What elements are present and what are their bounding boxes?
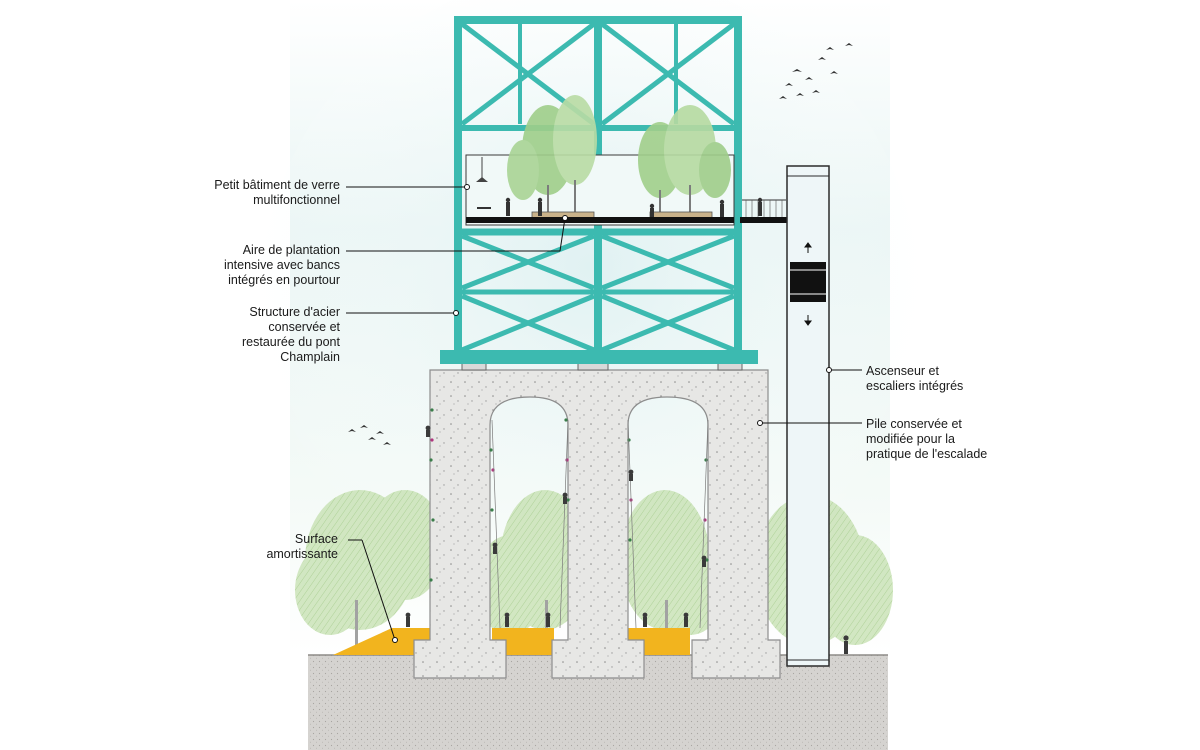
birds-flock-right (779, 43, 853, 99)
label-elevator: Ascenseur et escaliers intégrés (866, 364, 963, 394)
label-steel-structure-line-1: Structure d'acier (249, 305, 340, 319)
birds-flock-left (348, 425, 391, 445)
label-planting-area-line-2: intensive avec bancs (223, 258, 340, 272)
annotation-leader-lines (346, 184, 862, 643)
elevator-tower (786, 165, 830, 667)
steel-base-beam (440, 350, 758, 364)
elevator-car (790, 262, 826, 302)
label-glass-building-line-2: multifonctionnel (253, 193, 340, 207)
label-pier-line-2: modifiée pour la (866, 432, 955, 446)
label-shock-surface-line-1: Surface (294, 532, 338, 546)
label-steel-structure: Structure d'acier conservée et restaurée… (242, 305, 340, 365)
label-planting-area-line-1: Aire de plantation (242, 243, 340, 257)
label-shock-surface: Surface amortissante (266, 532, 338, 562)
label-planting-area: Aire de plantation intensive avec bancs … (224, 243, 340, 288)
label-steel-structure-line-2: conservée et (268, 320, 340, 334)
label-pier-line-1: Pile conservée et (866, 417, 962, 431)
concrete-pier (405, 362, 849, 679)
label-pier-line-3: pratique de l'escalade (866, 447, 988, 461)
label-shock-surface-line-2: amortissante (266, 547, 338, 561)
label-glass-building: Petit bâtiment de verre multifonctionnel (214, 178, 340, 208)
arrow-down-icon (804, 315, 812, 326)
label-steel-structure-line-3: restaurée du pont (242, 335, 340, 349)
label-elevator-line-2: escaliers intégrés (866, 379, 964, 393)
label-pier: Pile conservée et modifiée pour la prati… (866, 417, 987, 462)
arrow-up-icon (804, 242, 812, 253)
label-glass-building-line-1: Petit bâtiment de verre (214, 178, 340, 192)
label-elevator-line-1: Ascenseur et (866, 364, 939, 378)
label-steel-structure-line-4: Champlain (280, 350, 340, 364)
label-planting-area-line-3: intégrés en pourtour (228, 273, 340, 287)
glass-building (465, 95, 788, 226)
